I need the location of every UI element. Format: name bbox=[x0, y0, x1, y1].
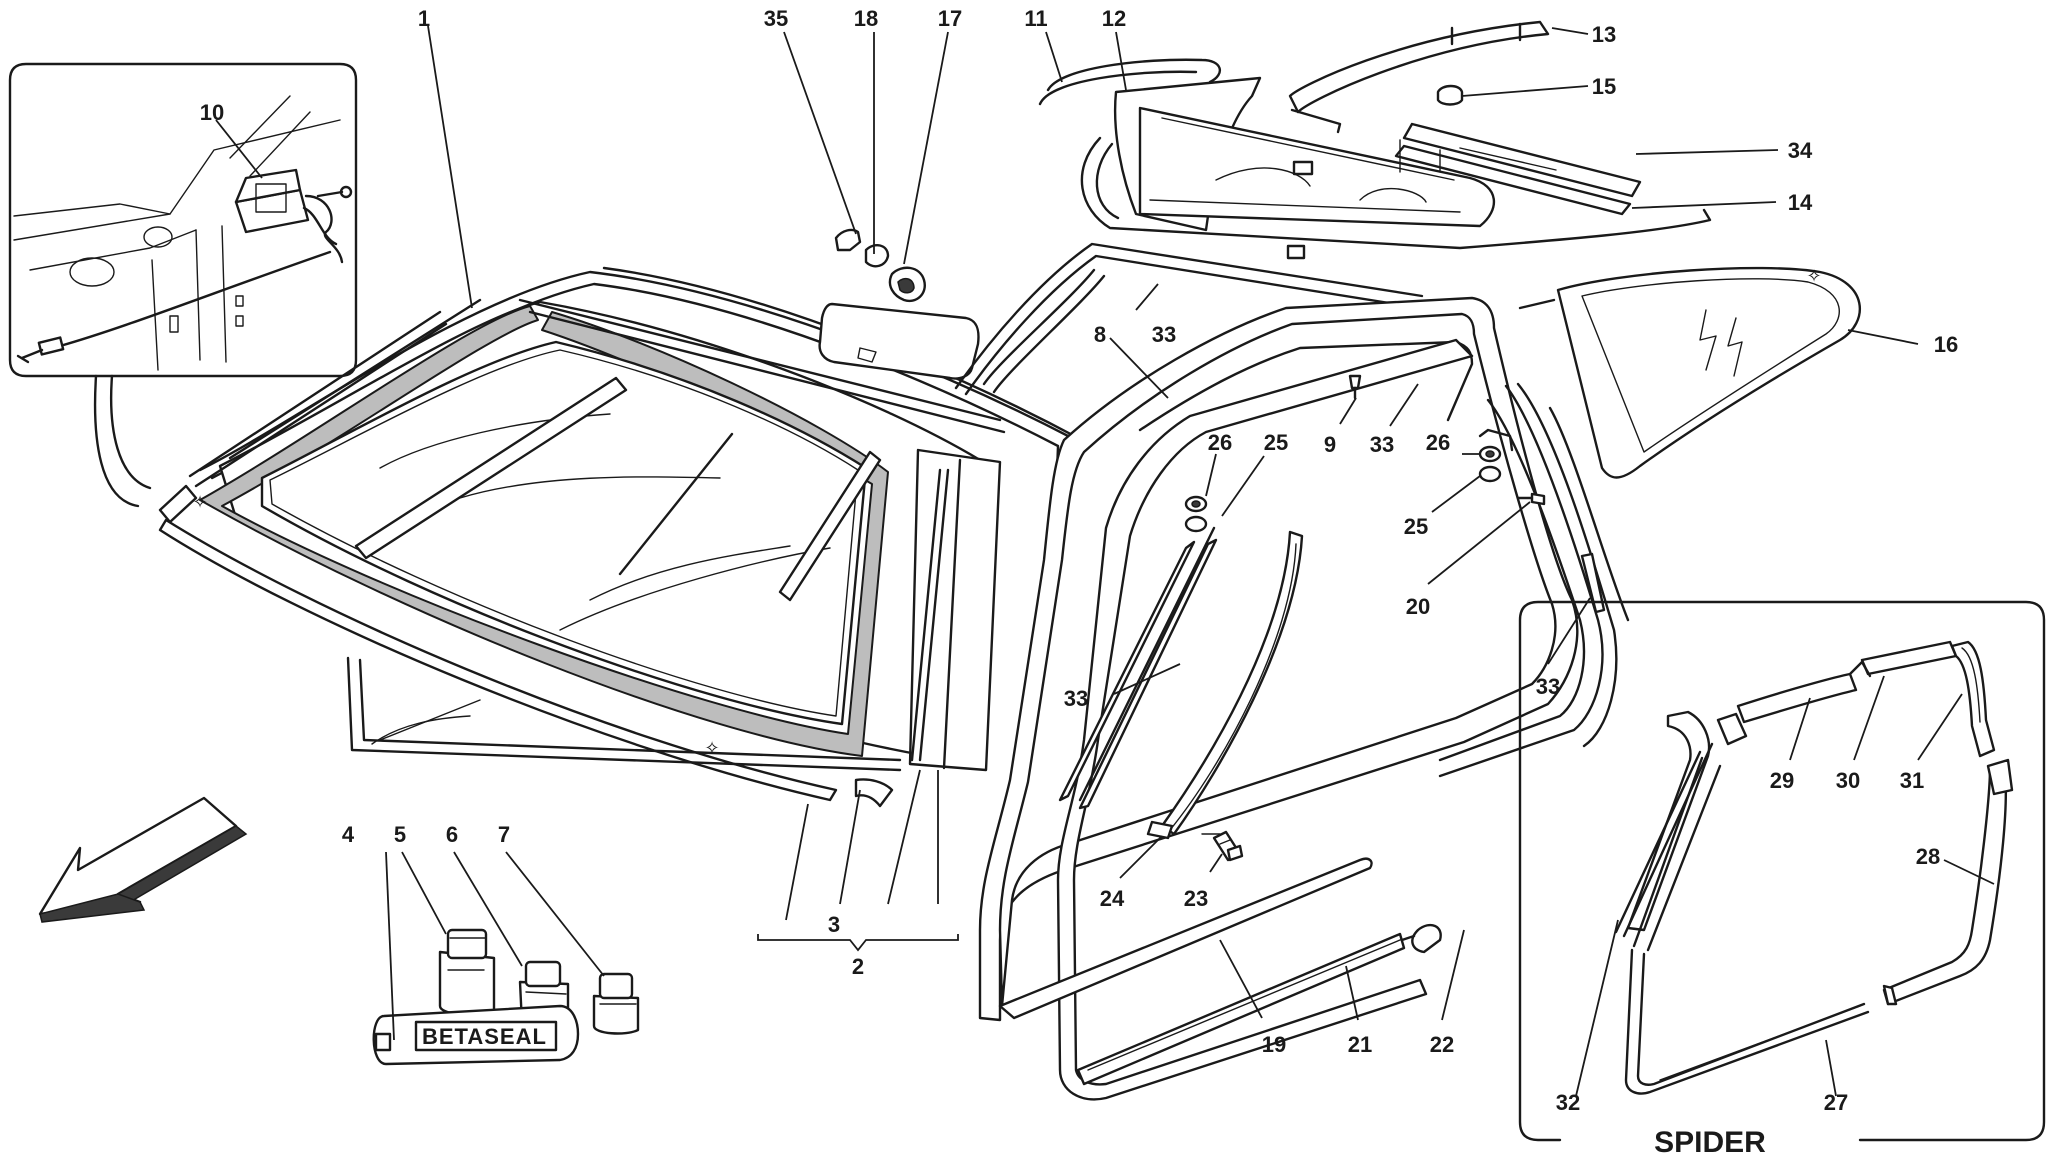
callout-34: 34 bbox=[1788, 138, 1813, 163]
callout-13: 13 bbox=[1592, 22, 1616, 47]
roof-gutter-strip bbox=[1288, 20, 1550, 114]
rubber-pad bbox=[1436, 84, 1464, 106]
callout-29: 29 bbox=[1770, 768, 1794, 793]
spider-strip-29 bbox=[1736, 672, 1858, 724]
callout-28: 28 bbox=[1916, 844, 1940, 869]
inset-connector-line bbox=[93, 374, 140, 508]
callout-17: 17 bbox=[938, 6, 962, 31]
callout-32: 32 bbox=[1556, 1090, 1580, 1115]
mirror-clip bbox=[834, 228, 862, 252]
door-seal-assembly bbox=[954, 242, 1630, 1101]
screw bbox=[1201, 830, 1244, 862]
callout-15: 15 bbox=[1592, 74, 1616, 99]
callout-35: 35 bbox=[764, 6, 788, 31]
callout-18: 18 bbox=[854, 6, 878, 31]
callout-25: 25 bbox=[1264, 430, 1288, 455]
callout-22: 22 bbox=[1430, 1032, 1454, 1057]
leader-1-glass bbox=[618, 432, 734, 576]
spider-inset-label: SPIDER bbox=[1654, 1126, 1766, 1159]
corner-marker: ✧ bbox=[1806, 266, 1821, 286]
spider-corner-31 bbox=[1950, 640, 1996, 758]
callout-14: 14 bbox=[1788, 190, 1813, 215]
sensor-cable bbox=[58, 250, 332, 348]
direction-arrow bbox=[38, 796, 248, 923]
mirror-cap bbox=[864, 244, 890, 268]
callout-23: 23 bbox=[1184, 886, 1208, 911]
callout-33: 33 bbox=[1064, 686, 1088, 711]
rain-sensor-block bbox=[234, 168, 353, 264]
callout-19: 19 bbox=[1262, 1032, 1286, 1057]
callout-11: 11 bbox=[1024, 6, 1047, 31]
callout-12: 12 bbox=[1102, 6, 1126, 31]
callout-labels: 1 2 3 4 5 6 7 8 9 10 11 12 13 14 15 16 1… bbox=[200, 6, 1958, 1115]
callout-5: 5 bbox=[394, 822, 406, 847]
tube-label bbox=[414, 1020, 558, 1052]
corner-clip bbox=[854, 778, 894, 808]
spider-seal-28 bbox=[1882, 764, 2008, 1006]
callout-1: 1 bbox=[418, 6, 430, 31]
callout-6: 6 bbox=[446, 822, 458, 847]
adhesive-kit: BETASEAL bbox=[372, 928, 640, 1066]
glass-run-channel bbox=[1160, 530, 1304, 836]
callout-33: 33 bbox=[1370, 432, 1394, 457]
callout-30: 30 bbox=[1836, 768, 1860, 793]
callout-2: 2 bbox=[852, 954, 864, 979]
quarter-window bbox=[1556, 266, 1862, 479]
callout-10: 10 bbox=[200, 100, 224, 125]
leader-lines bbox=[215, 25, 1995, 1097]
seal-strip-34 bbox=[1402, 122, 1642, 198]
lower-moulding bbox=[158, 518, 838, 802]
callout-4: 4 bbox=[342, 822, 355, 847]
detail-inset bbox=[8, 62, 358, 508]
callout-27: 27 bbox=[1824, 1090, 1848, 1115]
callout-33: 33 bbox=[1536, 674, 1560, 699]
seal-strip-14 bbox=[1394, 144, 1632, 216]
callout-16: 16 bbox=[1934, 332, 1958, 357]
callout-31: 31 bbox=[1900, 768, 1924, 793]
callout-26: 26 bbox=[1426, 430, 1450, 455]
callout-9: 9 bbox=[1324, 432, 1336, 457]
callout-21: 21 bbox=[1348, 1032, 1372, 1057]
spider-strip-30 bbox=[1860, 640, 1958, 676]
roof-panel: ✧ bbox=[1038, 20, 1862, 479]
callout-8: 8 bbox=[1094, 322, 1106, 347]
callout-25: 25 bbox=[1404, 514, 1428, 539]
callout-33: 33 bbox=[1152, 322, 1176, 347]
tube-brand-text: BETASEAL bbox=[422, 1024, 547, 1049]
callout-20: 20 bbox=[1406, 594, 1430, 619]
callout-3: 3 bbox=[828, 912, 840, 937]
callout-26: 26 bbox=[1208, 430, 1232, 455]
windscreen-assembly: ✧ ✧ bbox=[158, 266, 1084, 808]
callout-24: 24 bbox=[1100, 886, 1125, 911]
rear-view-mirror bbox=[818, 228, 980, 380]
callout-7: 7 bbox=[498, 822, 510, 847]
spider-inset: SPIDER bbox=[1518, 600, 2046, 1159]
